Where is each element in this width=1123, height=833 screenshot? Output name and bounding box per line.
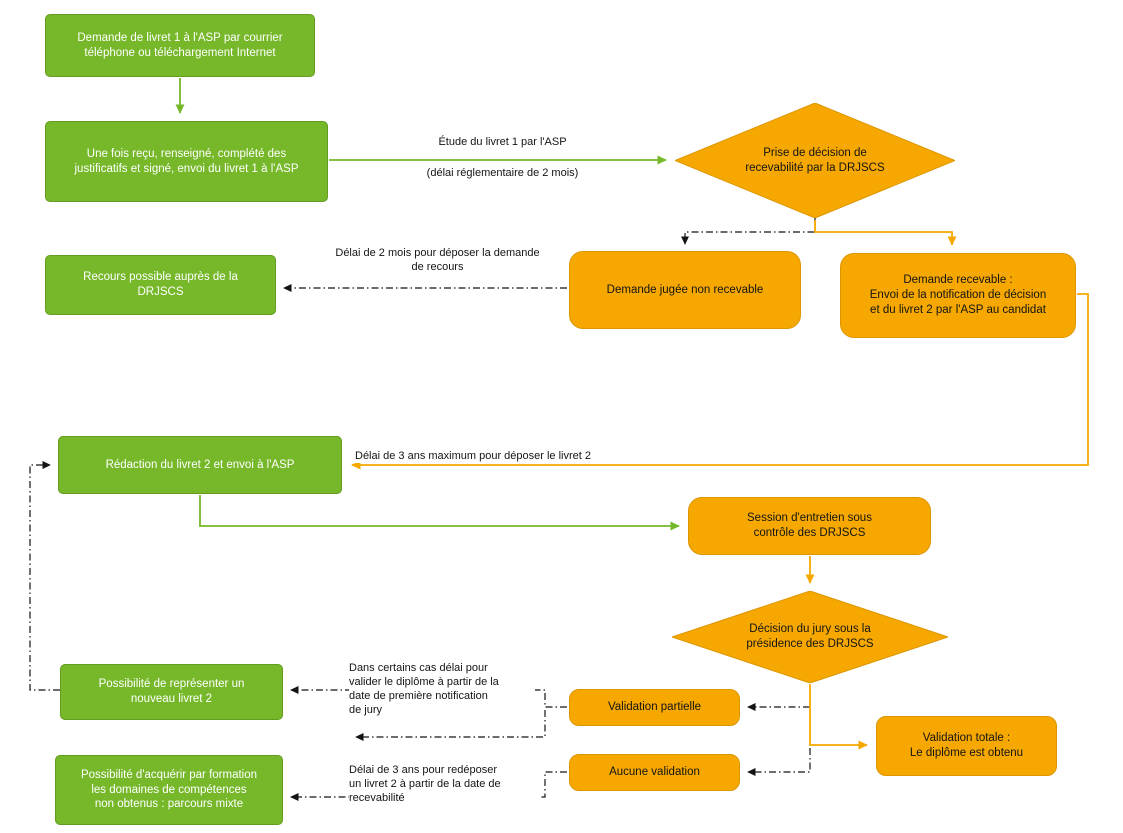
node-decision-jury-label: Décision du jury sous la présidence des … [746, 623, 874, 650]
connector-recevable-to-redaction [351, 293, 1089, 470]
node-representer-livret2: Possibilité de représenter un nouveau li… [60, 664, 283, 720]
connector-diamond1-to-recevable [814, 220, 957, 246]
node-decision-recevabilite-diamond: Prise de décision de recevabilité par la… [675, 103, 955, 218]
node-recours-drjscs: Recours possible auprès de la DRJSCS [45, 255, 276, 315]
node-validation-totale: Validation totale : Le diplôme est obten… [876, 716, 1057, 776]
node-recevable: Demande recevable : Envoi de la notifica… [840, 253, 1076, 338]
node-aucune-validation: Aucune validation [569, 754, 740, 791]
connector-diamond2-to-totale [809, 684, 868, 750]
node-demande-livret1: Demande de livret 1 à l'ASP par courrier… [45, 14, 315, 77]
connector-diamond1-to-non-recevable [681, 218, 816, 245]
node-non-recevable: Demande jugée non recevable [569, 251, 801, 329]
node-envoi-livret1: Une fois reçu, renseigné, complété des j… [45, 121, 328, 202]
label-delai-notification-jury: Dans certains cas délai pour valider le … [349, 661, 535, 718]
node-decision-recevabilite-label: Prise de décision de recevabilité par la… [745, 146, 885, 174]
label-delai-recours: Délai de 2 mois pour déposer la demande … [315, 246, 560, 275]
node-validation-partielle: Validation partielle [569, 689, 740, 726]
label-delai-depot-livret2: Délai de 3 ans maximum pour déposer le l… [355, 449, 645, 464]
node-parcours-mixte: Possibilité d'acquérir par formation les… [55, 755, 283, 825]
node-decision-jury-diamond: Décision du jury sous la présidence des … [672, 591, 948, 683]
label-etude-livret1: Étude du livret 1 par l'ASP [390, 135, 615, 150]
connector-redaction-to-session [199, 495, 680, 531]
node-redaction-livret2: Rédaction du livret 2 et envoi à l'ASP [58, 436, 342, 494]
label-delai-redepot: Délai de 3 ans pour redéposer un livret … [349, 763, 539, 806]
node-session-entretien: Session d'entretien sous contrôle des DR… [688, 497, 931, 555]
connector-diamond2-to-aucune [747, 748, 811, 776]
diamond-shape [675, 103, 955, 218]
connector-representer-to-redaction-loop [29, 461, 60, 691]
label-delai-reglementaire: (délai réglementaire de 2 mois) [385, 166, 620, 181]
diamond-shape [672, 591, 948, 683]
